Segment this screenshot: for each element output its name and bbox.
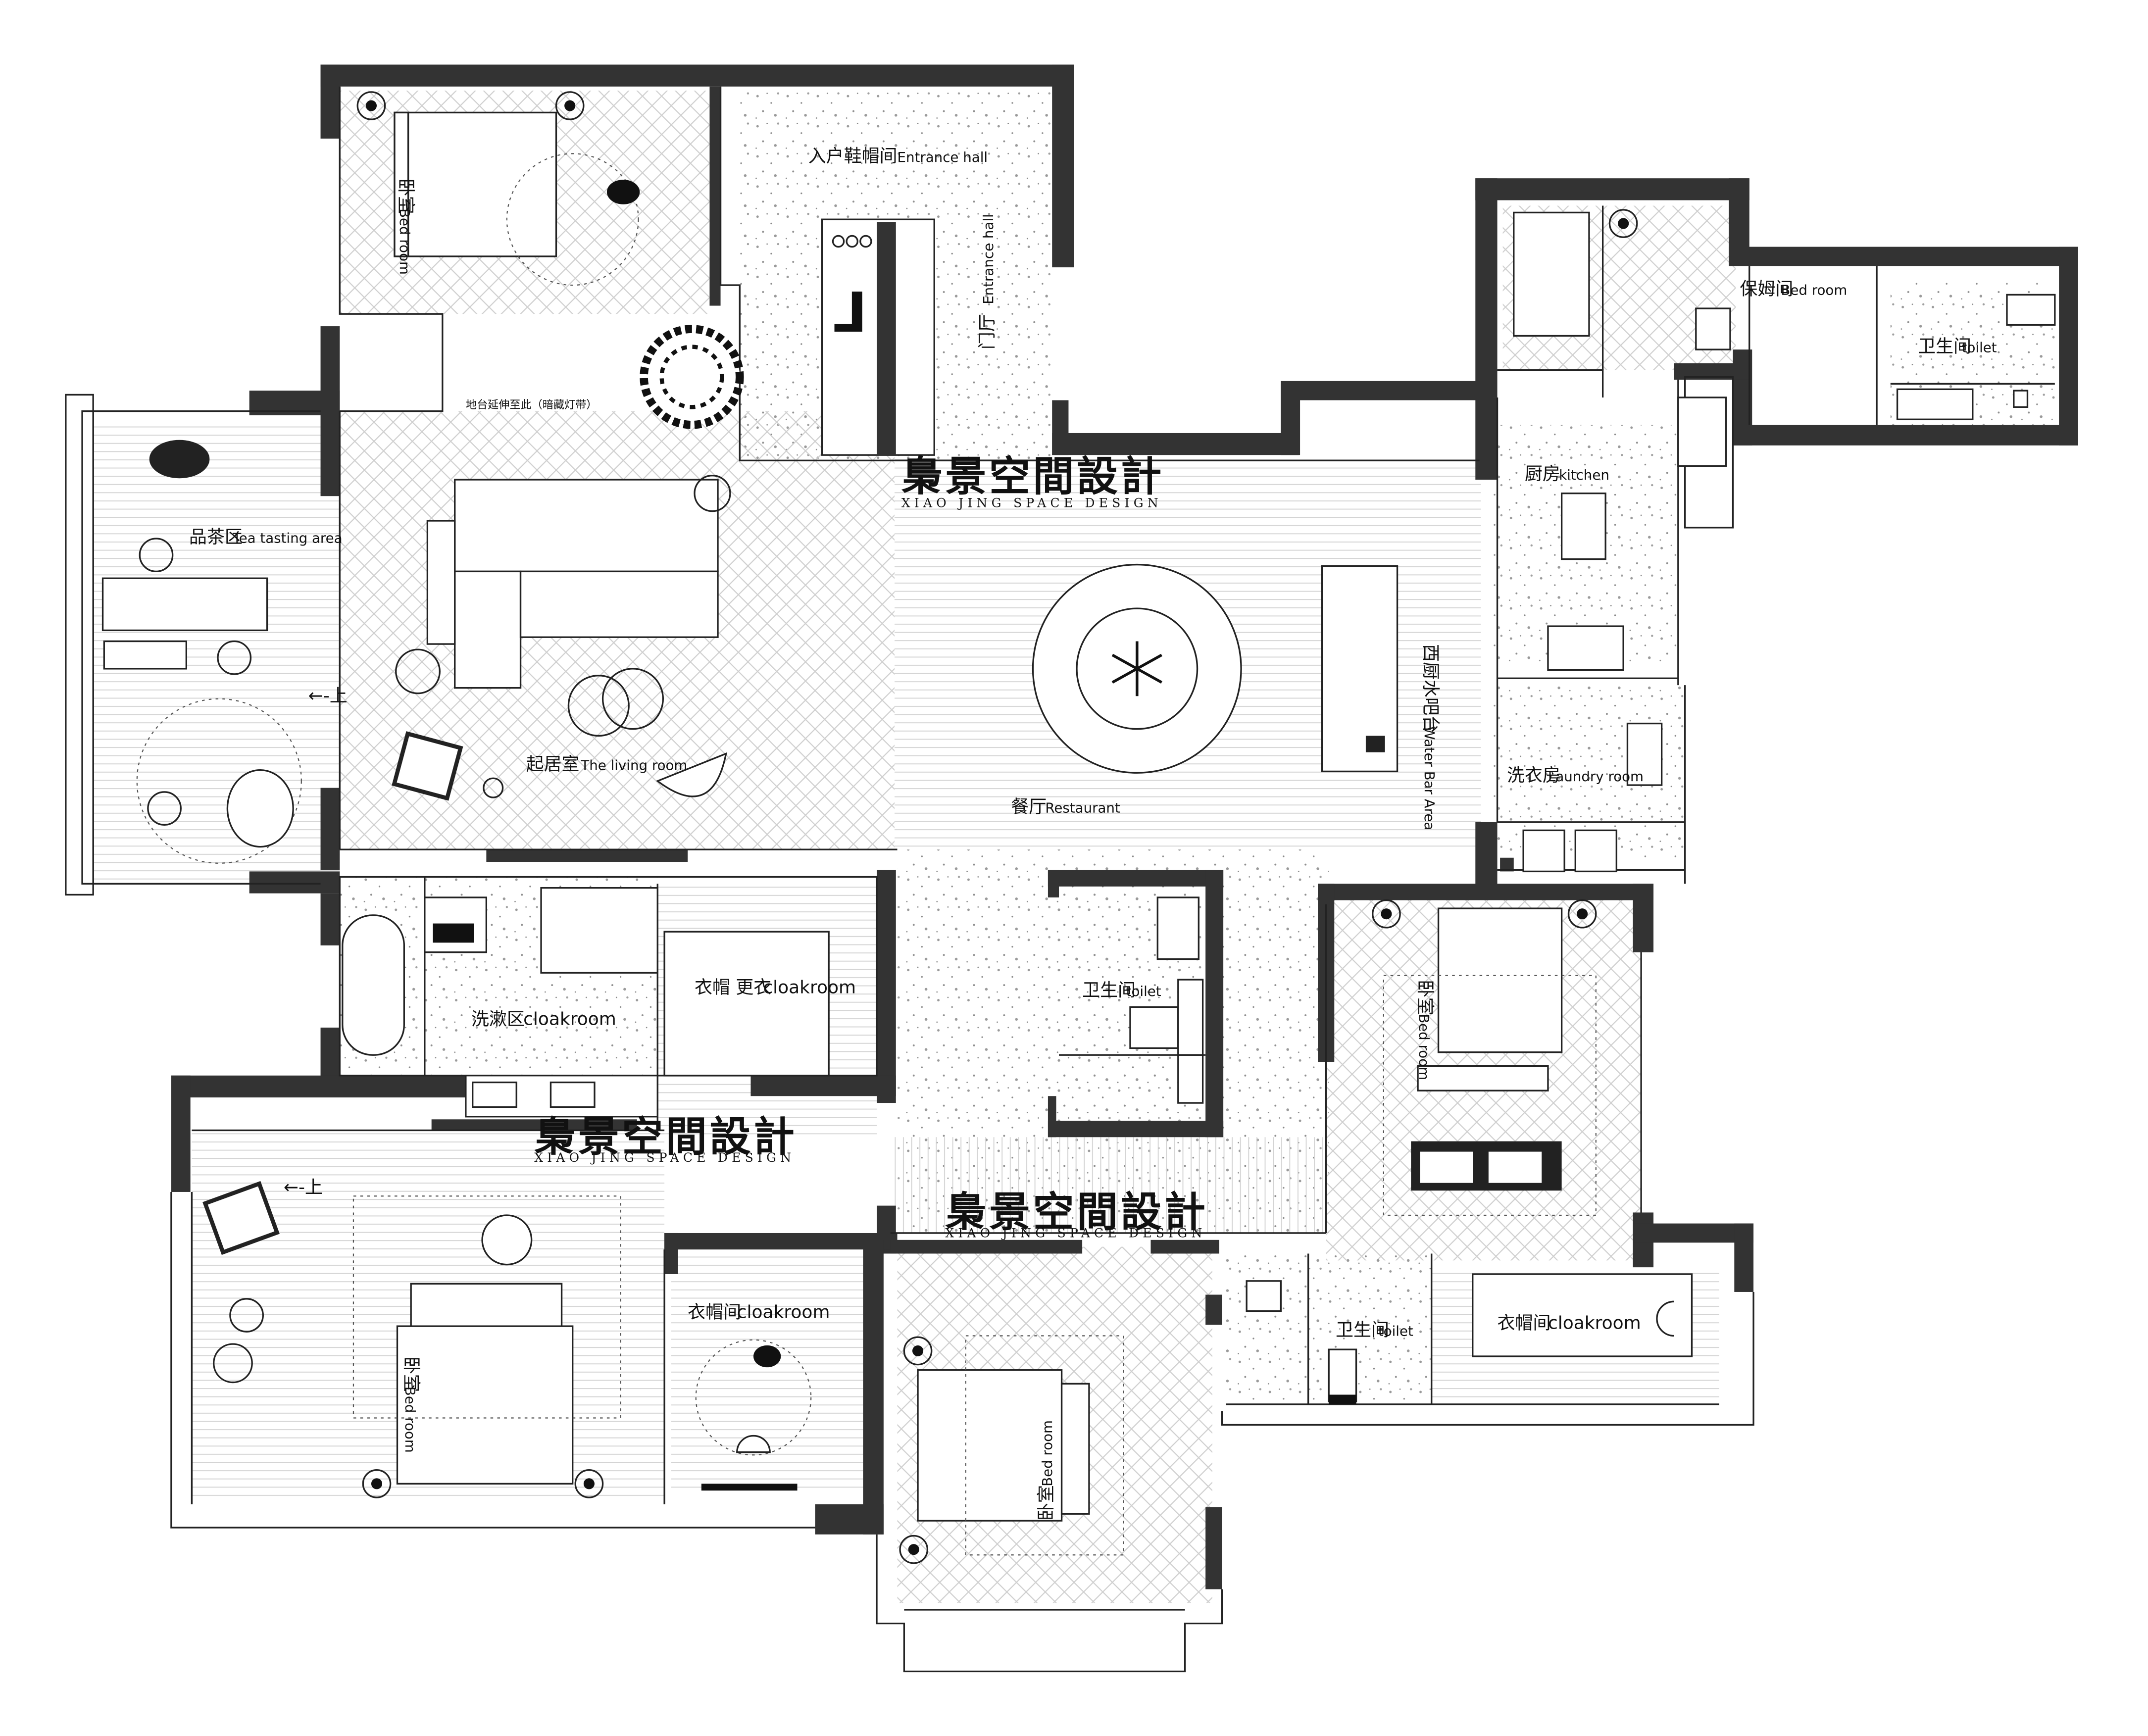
nanny-room-label: 保姆间 xyxy=(1740,279,1793,299)
brand-subtitle: XIAO JING SPACE DESIGN xyxy=(901,496,1162,510)
right-toilet-label: 卫生间 xyxy=(1336,1320,1389,1340)
tea-area-label: 品茶区 xyxy=(189,527,243,547)
kitchen-label-en: kitchen xyxy=(1559,467,1609,483)
brand-logo-main: 梟景空間設計 XIAO JING SPACE DESIGN xyxy=(901,452,1164,510)
entrance-hall-label-en: Entrance hall xyxy=(898,149,988,165)
brand-name-bottom: 梟景空間設計 xyxy=(945,1188,1208,1236)
bottom-bedroom-label: 卧室 xyxy=(1036,1485,1056,1521)
top-bedroom-label: 卧室 xyxy=(396,178,416,214)
living-room-label-en: The living room xyxy=(580,757,687,774)
entrance-hall-label: 入户鞋帽间 xyxy=(808,146,898,166)
nanny-room-label-en: Bed room xyxy=(1781,282,1847,298)
washing-area-label-en: cloakroom xyxy=(523,1009,616,1029)
right-toilet-label-en: toilet xyxy=(1378,1323,1413,1339)
laundry-label: 洗衣房 xyxy=(1507,765,1560,786)
bottom-bedroom-label-en: Bed room xyxy=(1039,1420,1055,1487)
center-toilet-label: 卫生间 xyxy=(1082,980,1136,1000)
brand-subtitle-left: XIAO JING SPACE DESIGN xyxy=(534,1150,795,1165)
top-bedroom-label-en: Bed room xyxy=(397,208,413,275)
outlines xyxy=(65,86,2055,1673)
brand-logo-left: 梟景空間設計 XIAO JING SPACE DESIGN xyxy=(534,1112,797,1165)
tea-area-label-en: Tea tasting area xyxy=(232,530,342,546)
restaurant-label-en: Restaurant xyxy=(1045,799,1120,816)
kitchen-label: 厨房 xyxy=(1525,464,1560,484)
room-labels: 入户鞋帽间 Entrance hall 门厅 Entrance hall 地台延… xyxy=(189,146,1997,1521)
right-cloakroom-label-en: cloakroom xyxy=(1548,1313,1641,1334)
brand-subtitle-bottom: XIAO JING SPACE DESIGN xyxy=(945,1226,1206,1240)
stair-up-bedroom: ←-上 xyxy=(284,1178,323,1198)
left-cloakroom-label-en: cloakroom xyxy=(737,1302,830,1323)
left-bedroom-label: 卧室 xyxy=(401,1356,421,1392)
foyer-label: 门厅 xyxy=(977,314,998,349)
restaurant-label: 餐厅 xyxy=(1011,796,1047,817)
water-bar-label: 水吧台 xyxy=(1420,680,1441,733)
platform-note: 地台延伸至此（暗藏灯带） xyxy=(466,398,597,411)
walls xyxy=(171,64,2078,1589)
washing-area-label: 洗漱区 xyxy=(471,1009,525,1029)
svg-text:ᒧ: ᒧ xyxy=(833,281,867,345)
right-bedroom-label-en: Bed room xyxy=(1416,1014,1432,1080)
center-toilet-label-en: toilet xyxy=(1126,983,1161,999)
living-room-label: 起居室 xyxy=(526,754,580,775)
cloak-change-label: 衣帽 更衣 xyxy=(695,978,771,998)
brand-name: 梟景空間設計 xyxy=(901,452,1164,500)
left-cloakroom-label: 衣帽间 xyxy=(688,1302,741,1323)
brand-name-left: 梟景空間設計 xyxy=(534,1112,797,1161)
western-kitchen-label: 西厨 xyxy=(1420,644,1441,680)
right-cloakroom-label: 衣帽间 xyxy=(1498,1313,1551,1334)
nanny-toilet-label: 卫生间 xyxy=(1918,337,1971,357)
right-bedroom-label: 卧室 xyxy=(1415,980,1435,1015)
left-bedroom-label-en: Bed room xyxy=(402,1387,418,1453)
cloak-change-label-en: cloakroom xyxy=(763,978,856,998)
nanny-toilet-label-en: toilet xyxy=(1962,340,1997,356)
brand-logo-bottom: 梟景空間設計 XIAO JING SPACE DESIGN xyxy=(945,1188,1208,1240)
stair-up-tea: ←-上 xyxy=(308,686,348,706)
water-bar-label-en: Water Bar Area xyxy=(1421,726,1438,830)
floor-fills xyxy=(93,91,2055,1603)
furniture: ᒧ xyxy=(101,91,2056,1564)
laundry-label-en: Laundry room xyxy=(1548,768,1644,785)
foyer-label-en: Entrance hall xyxy=(980,214,997,304)
